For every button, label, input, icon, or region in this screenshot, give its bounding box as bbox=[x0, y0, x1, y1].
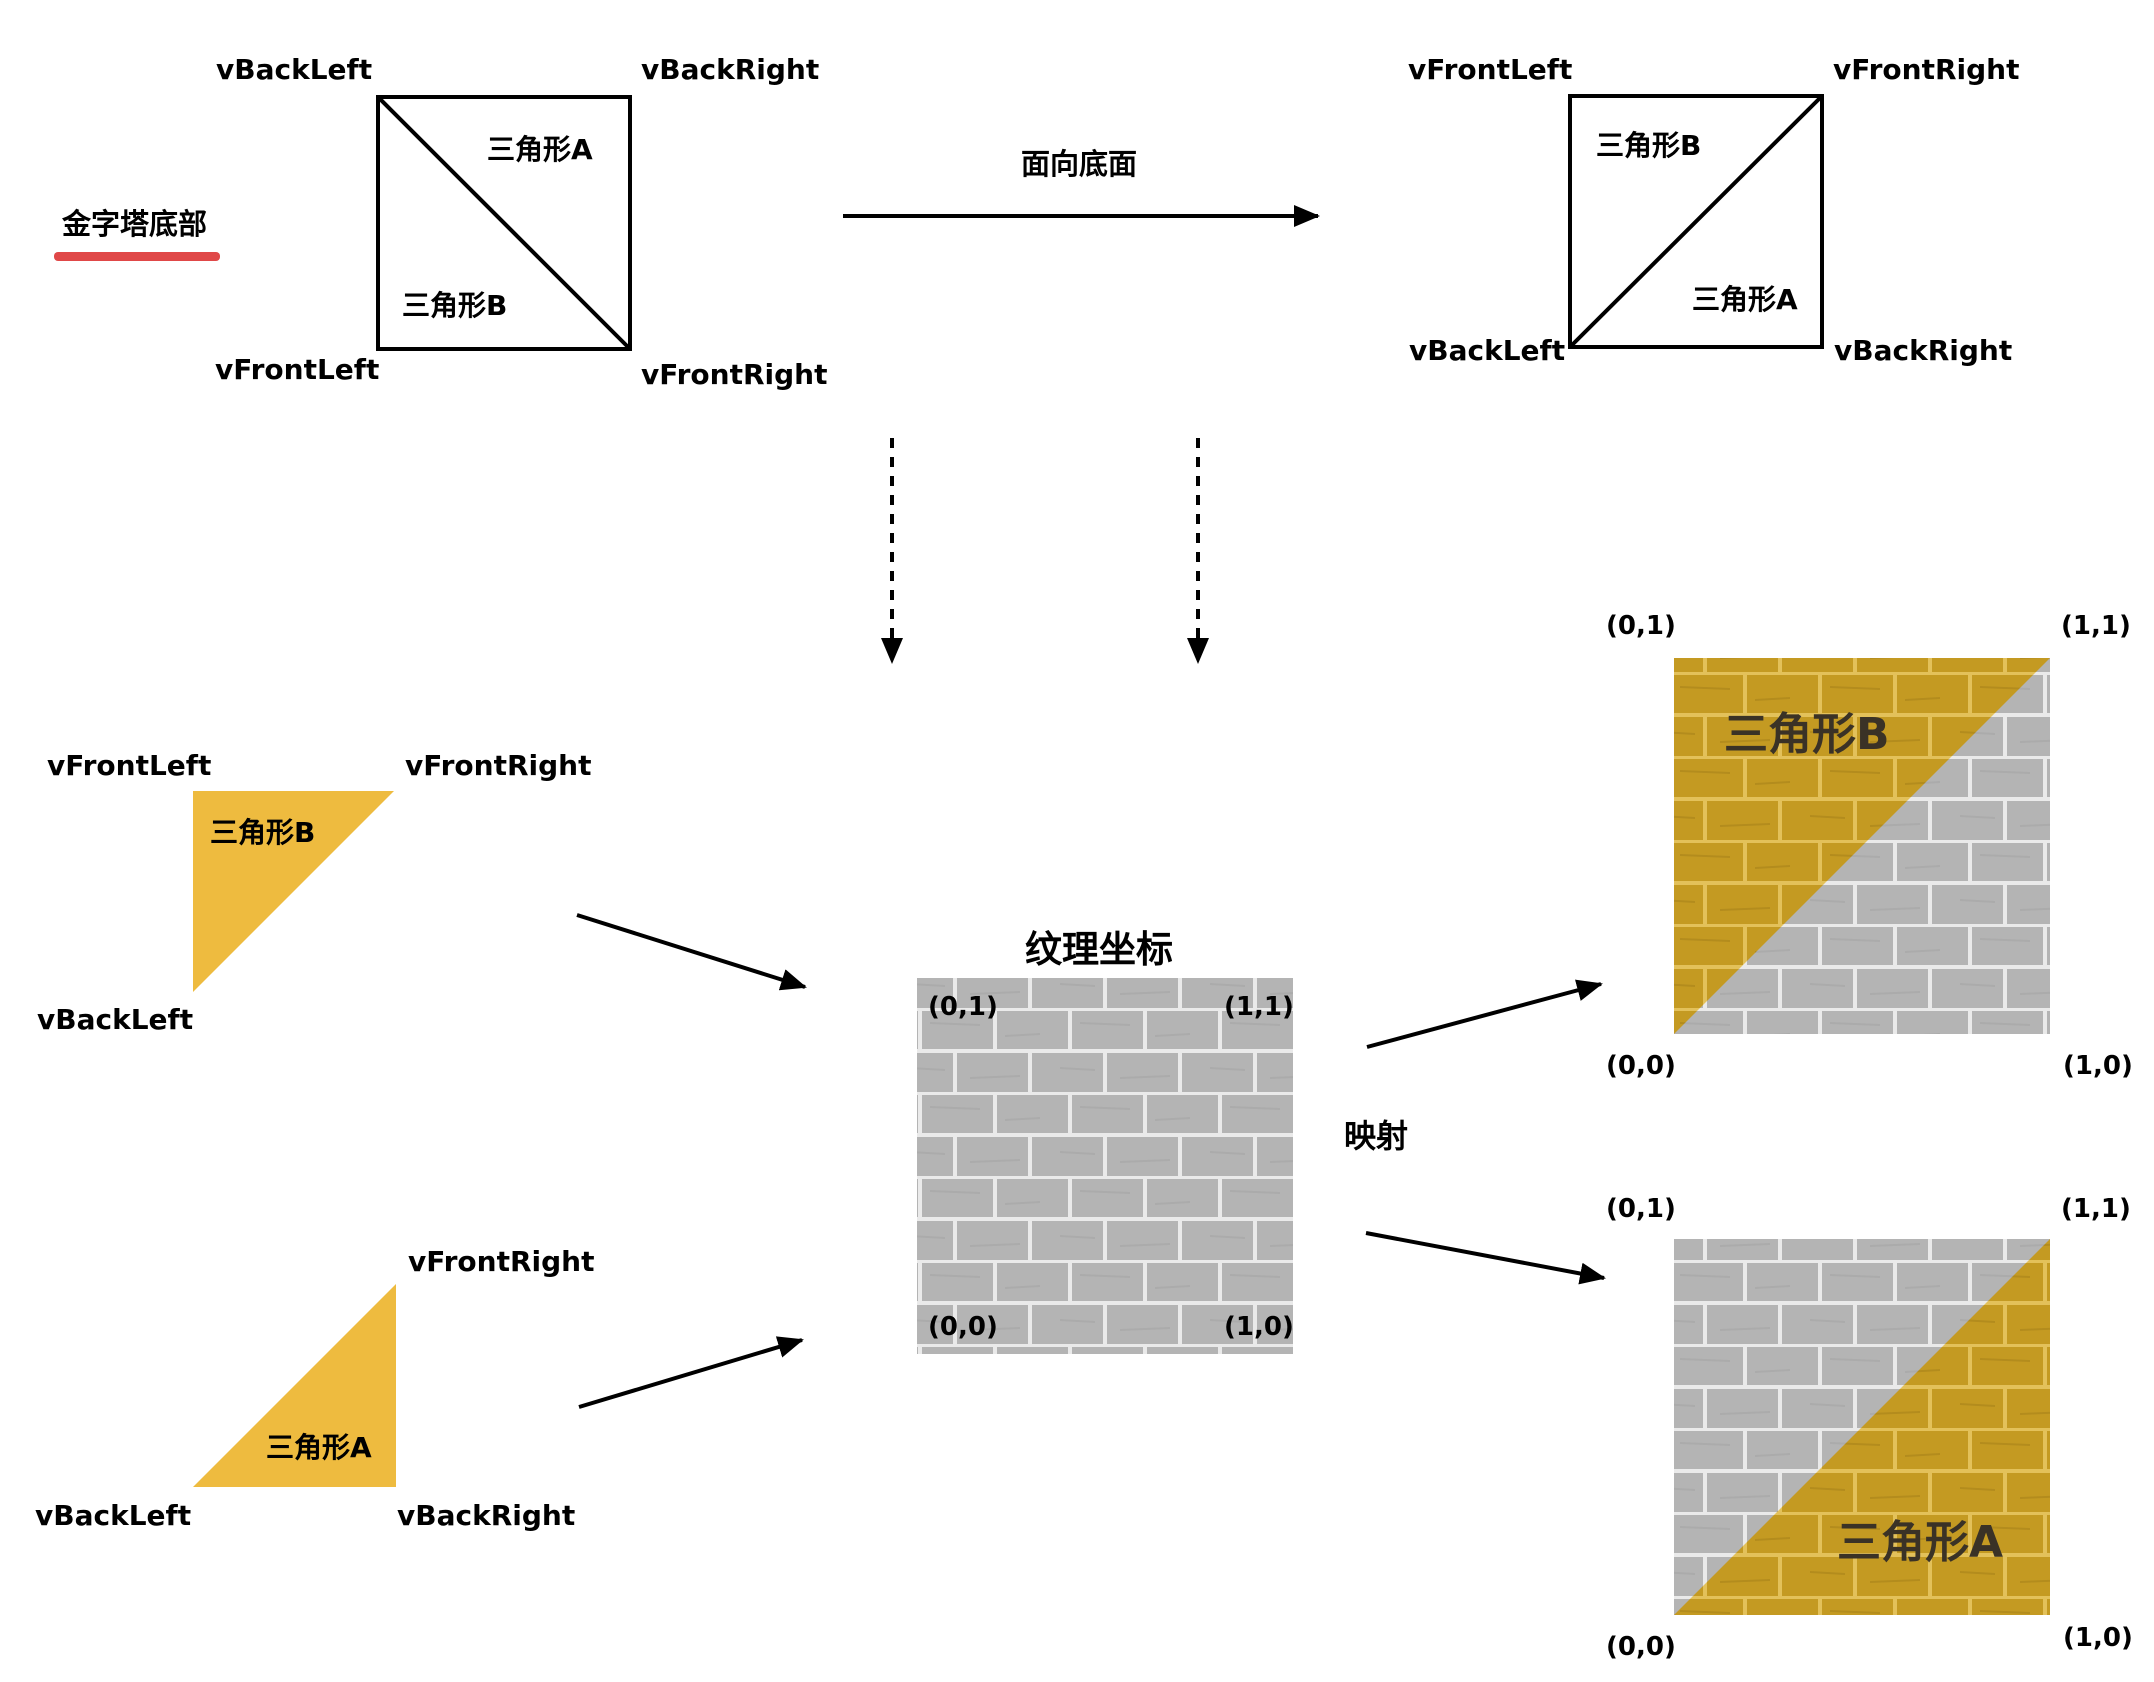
mapping-label: 映射 bbox=[1344, 1117, 1408, 1155]
mapped-b-label: 三角形B bbox=[1724, 709, 1890, 760]
corner-label-back-left: vBackLeft bbox=[216, 53, 372, 86]
split-triangle-b-label: 三角形B bbox=[210, 816, 315, 849]
corner-label-front-right: vFrontRight bbox=[641, 358, 827, 391]
texture-coord-br: (1,0) bbox=[1224, 1312, 1294, 1342]
split-a-corner-back-right: vBackRight bbox=[397, 1499, 575, 1532]
split-triangle-a-shape bbox=[193, 1284, 396, 1487]
triangle-b-label: 三角形B bbox=[402, 289, 507, 322]
triangle-a-label: 三角形A bbox=[487, 133, 593, 166]
split-a-corner-back-left: vBackLeft bbox=[35, 1499, 191, 1532]
mapped-b-coord-tr: (1,1) bbox=[2061, 611, 2131, 641]
mapped-b-coord-bl: (0,0) bbox=[1606, 1051, 1676, 1081]
texture-image bbox=[917, 978, 1293, 1354]
arrow-a-to-texture bbox=[578, 1336, 804, 1409]
mapped-a-label: 三角形A bbox=[1837, 1517, 2003, 1568]
faced-corner-back-left: vBackLeft bbox=[1409, 334, 1565, 367]
faced-corner-front-left: vFrontLeft bbox=[1408, 53, 1572, 86]
mapped-a-coord-br: (1,0) bbox=[2063, 1623, 2133, 1653]
corner-label-back-right: vBackRight bbox=[641, 53, 819, 86]
split-b-corner-front-left: vFrontLeft bbox=[47, 749, 211, 782]
texture-coord-bl: (0,0) bbox=[928, 1312, 998, 1342]
texture-coord-tl: (0,1) bbox=[928, 992, 998, 1022]
split-b-corner-front-right: vFrontRight bbox=[405, 749, 591, 782]
texture-title: 纹理坐标 bbox=[1025, 928, 1173, 971]
faced-triangle-b-label: 三角形B bbox=[1596, 129, 1701, 162]
mapped-a-coord-bl: (0,0) bbox=[1606, 1632, 1676, 1662]
texture-coord-tr: (1,1) bbox=[1224, 992, 1294, 1022]
mapped-b-texture bbox=[1674, 658, 2050, 1034]
mapped-a-coord-tl: (0,1) bbox=[1606, 1194, 1676, 1224]
mapped-b-coord-tl: (0,1) bbox=[1606, 611, 1676, 641]
mapped-b-coord-br: (1,0) bbox=[2063, 1051, 2133, 1081]
corner-label-front-left: vFrontLeft bbox=[215, 353, 379, 386]
arrow-b-to-texture bbox=[576, 913, 807, 991]
mapped-a-coord-tr: (1,1) bbox=[2061, 1194, 2131, 1224]
faced-triangle-a-label: 三角形A bbox=[1692, 283, 1798, 316]
pyramid-base-title: 金字塔底部 bbox=[61, 207, 207, 241]
faced-corner-front-right: vFrontRight bbox=[1833, 53, 2019, 86]
split-a-corner-front-right: vFrontRight bbox=[408, 1245, 594, 1278]
mapping-arrow-a bbox=[1365, 1231, 1606, 1285]
mapping-arrow-b bbox=[1366, 979, 1603, 1049]
faced-corner-back-right: vBackRight bbox=[1834, 334, 2012, 367]
split-triangle-a-label: 三角形A bbox=[266, 1431, 372, 1464]
mapped-a-texture bbox=[1674, 1239, 2050, 1615]
faced-base-square bbox=[1568, 94, 1824, 349]
transform-label: 面向底面 bbox=[1021, 147, 1137, 181]
split-triangle-b-shape bbox=[193, 791, 394, 992]
pyramid-base-underline bbox=[54, 252, 220, 261]
split-b-corner-back-left: vBackLeft bbox=[37, 1003, 193, 1036]
pyramid-base-square bbox=[376, 95, 632, 351]
